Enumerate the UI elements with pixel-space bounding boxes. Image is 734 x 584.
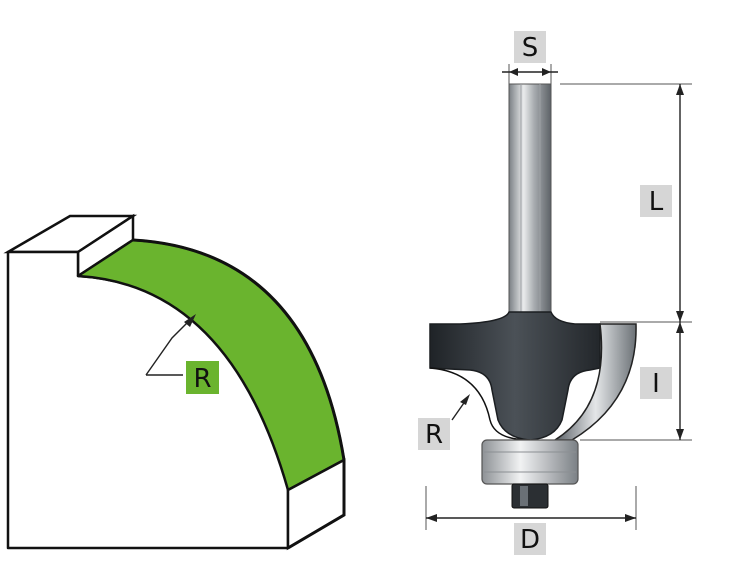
dimension-s-label: S <box>522 33 539 63</box>
dimension-s: S <box>502 31 558 84</box>
dimension-d-label: D <box>520 525 540 555</box>
bit-bearing-screw <box>511 483 549 509</box>
dimension-l: L <box>560 83 692 323</box>
dimension-d-label-box <box>514 523 546 555</box>
radius-label-box-bit <box>418 418 450 450</box>
dimension-i-label: I <box>652 369 660 399</box>
dimension-l-label: L <box>649 187 664 217</box>
bit-body-upper <box>429 311 601 441</box>
radius-label-box-workpiece <box>186 361 219 394</box>
dimension-i-label-box <box>640 367 672 399</box>
bit-shank <box>508 83 552 321</box>
dimension-s-label-box <box>514 31 546 63</box>
radius-leader-workpiece <box>145 317 193 376</box>
router-bit: R <box>418 83 637 509</box>
workpiece: R <box>3 213 346 551</box>
radius-label-workpiece: R <box>193 364 211 394</box>
dimension-d: D <box>425 486 637 555</box>
dimension-i: I <box>580 322 692 441</box>
bit-bearing <box>481 439 579 485</box>
radius-label-bit: R <box>425 420 443 450</box>
dimension-l-label-box <box>640 185 672 217</box>
